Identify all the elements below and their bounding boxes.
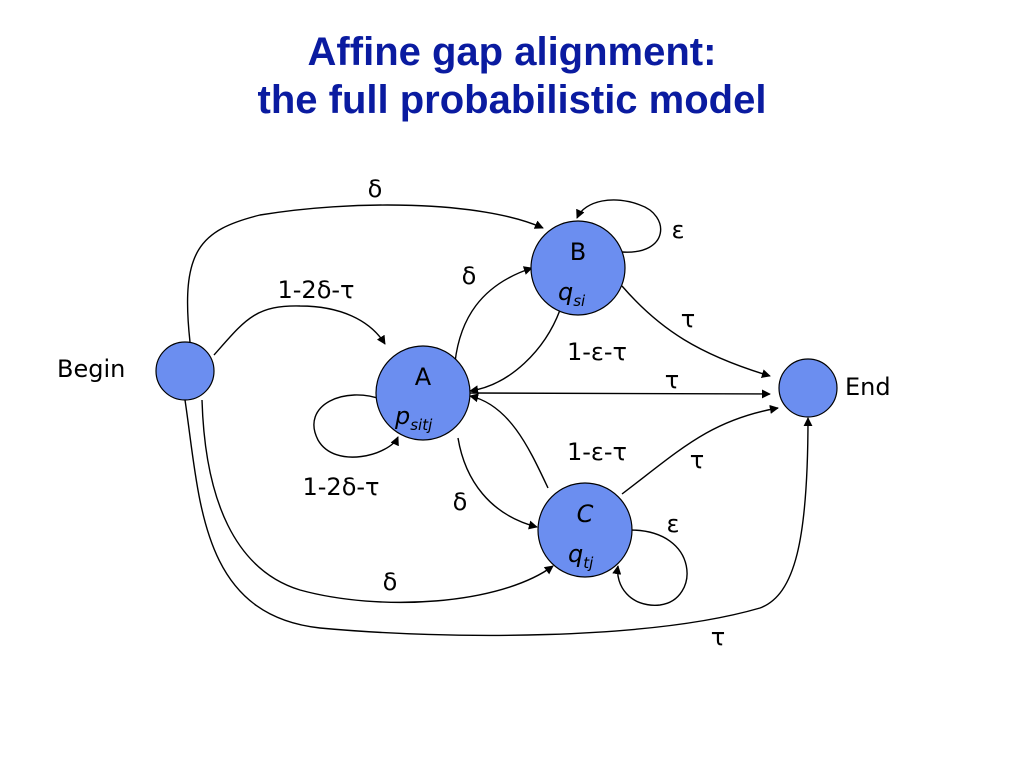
state-b-name: B: [570, 238, 586, 266]
edge-begin-to-a: [213, 305, 386, 356]
state-c-name: C: [577, 500, 594, 528]
state-c-emission: qtj: [568, 540, 594, 572]
label-c-self: ε: [667, 510, 680, 538]
title-line-1: Affine gap alignment:: [307, 30, 717, 74]
state-a-emission-sub: sitj: [410, 416, 433, 434]
edge-a-to-b: [454, 266, 533, 363]
label-a-to-b: δ: [462, 262, 477, 290]
edge-c-to-a: [469, 393, 549, 489]
begin-node: [155, 341, 215, 401]
state-c-emission-main: q: [568, 540, 583, 568]
label-begin-to-a: 1-2δ-τ: [278, 276, 355, 304]
edge-c-self: [612, 529, 688, 606]
begin-label: Begin: [57, 355, 125, 383]
edge-begin-to-end: [184, 399, 813, 637]
label-b-to-a: 1-ε-τ: [567, 338, 627, 366]
edge-b-to-end: [621, 285, 771, 378]
edge-c-to-end: [621, 404, 779, 495]
state-a-emission-main: p: [394, 402, 410, 430]
label-begin-to-end: τ: [711, 623, 725, 651]
label-a-to-end: τ: [665, 366, 679, 394]
label-a-to-c: δ: [453, 488, 468, 516]
state-a-name: A: [415, 363, 432, 391]
edge-b-self: [576, 199, 662, 253]
state-a-node: [375, 345, 471, 441]
state-b-emission-main: q: [558, 278, 573, 306]
edge-a-to-end: [469, 389, 771, 399]
end-node: [778, 358, 838, 418]
state-b-emission: qsi: [558, 278, 586, 310]
state-c-emission-sub: tj: [583, 554, 594, 572]
label-b-to-end: τ: [681, 305, 695, 333]
edge-a-to-c: [457, 437, 538, 530]
edge-begin-to-b: [186, 204, 544, 343]
title-line-2: the full probabilistic model: [257, 78, 767, 122]
state-c-node: [537, 482, 633, 578]
label-b-self: ε: [672, 216, 685, 244]
edge-begin-to-c: [201, 399, 554, 604]
label-begin-to-c: δ: [383, 568, 398, 596]
slide-title: Affine gap alignment: the full probabili…: [0, 28, 1024, 124]
state-b-emission-sub: si: [573, 292, 586, 310]
edge-a-self: [313, 394, 399, 458]
label-a-self: 1-2δ-τ: [303, 473, 380, 501]
edge-b-to-a: [469, 309, 561, 395]
label-c-to-a: 1-ε-τ: [567, 438, 627, 466]
state-a-emission: psitj: [394, 402, 433, 434]
end-label: End: [845, 373, 891, 401]
label-begin-to-b: δ: [368, 175, 383, 203]
label-c-to-end: τ: [690, 446, 704, 474]
state-b-node: [530, 220, 626, 316]
